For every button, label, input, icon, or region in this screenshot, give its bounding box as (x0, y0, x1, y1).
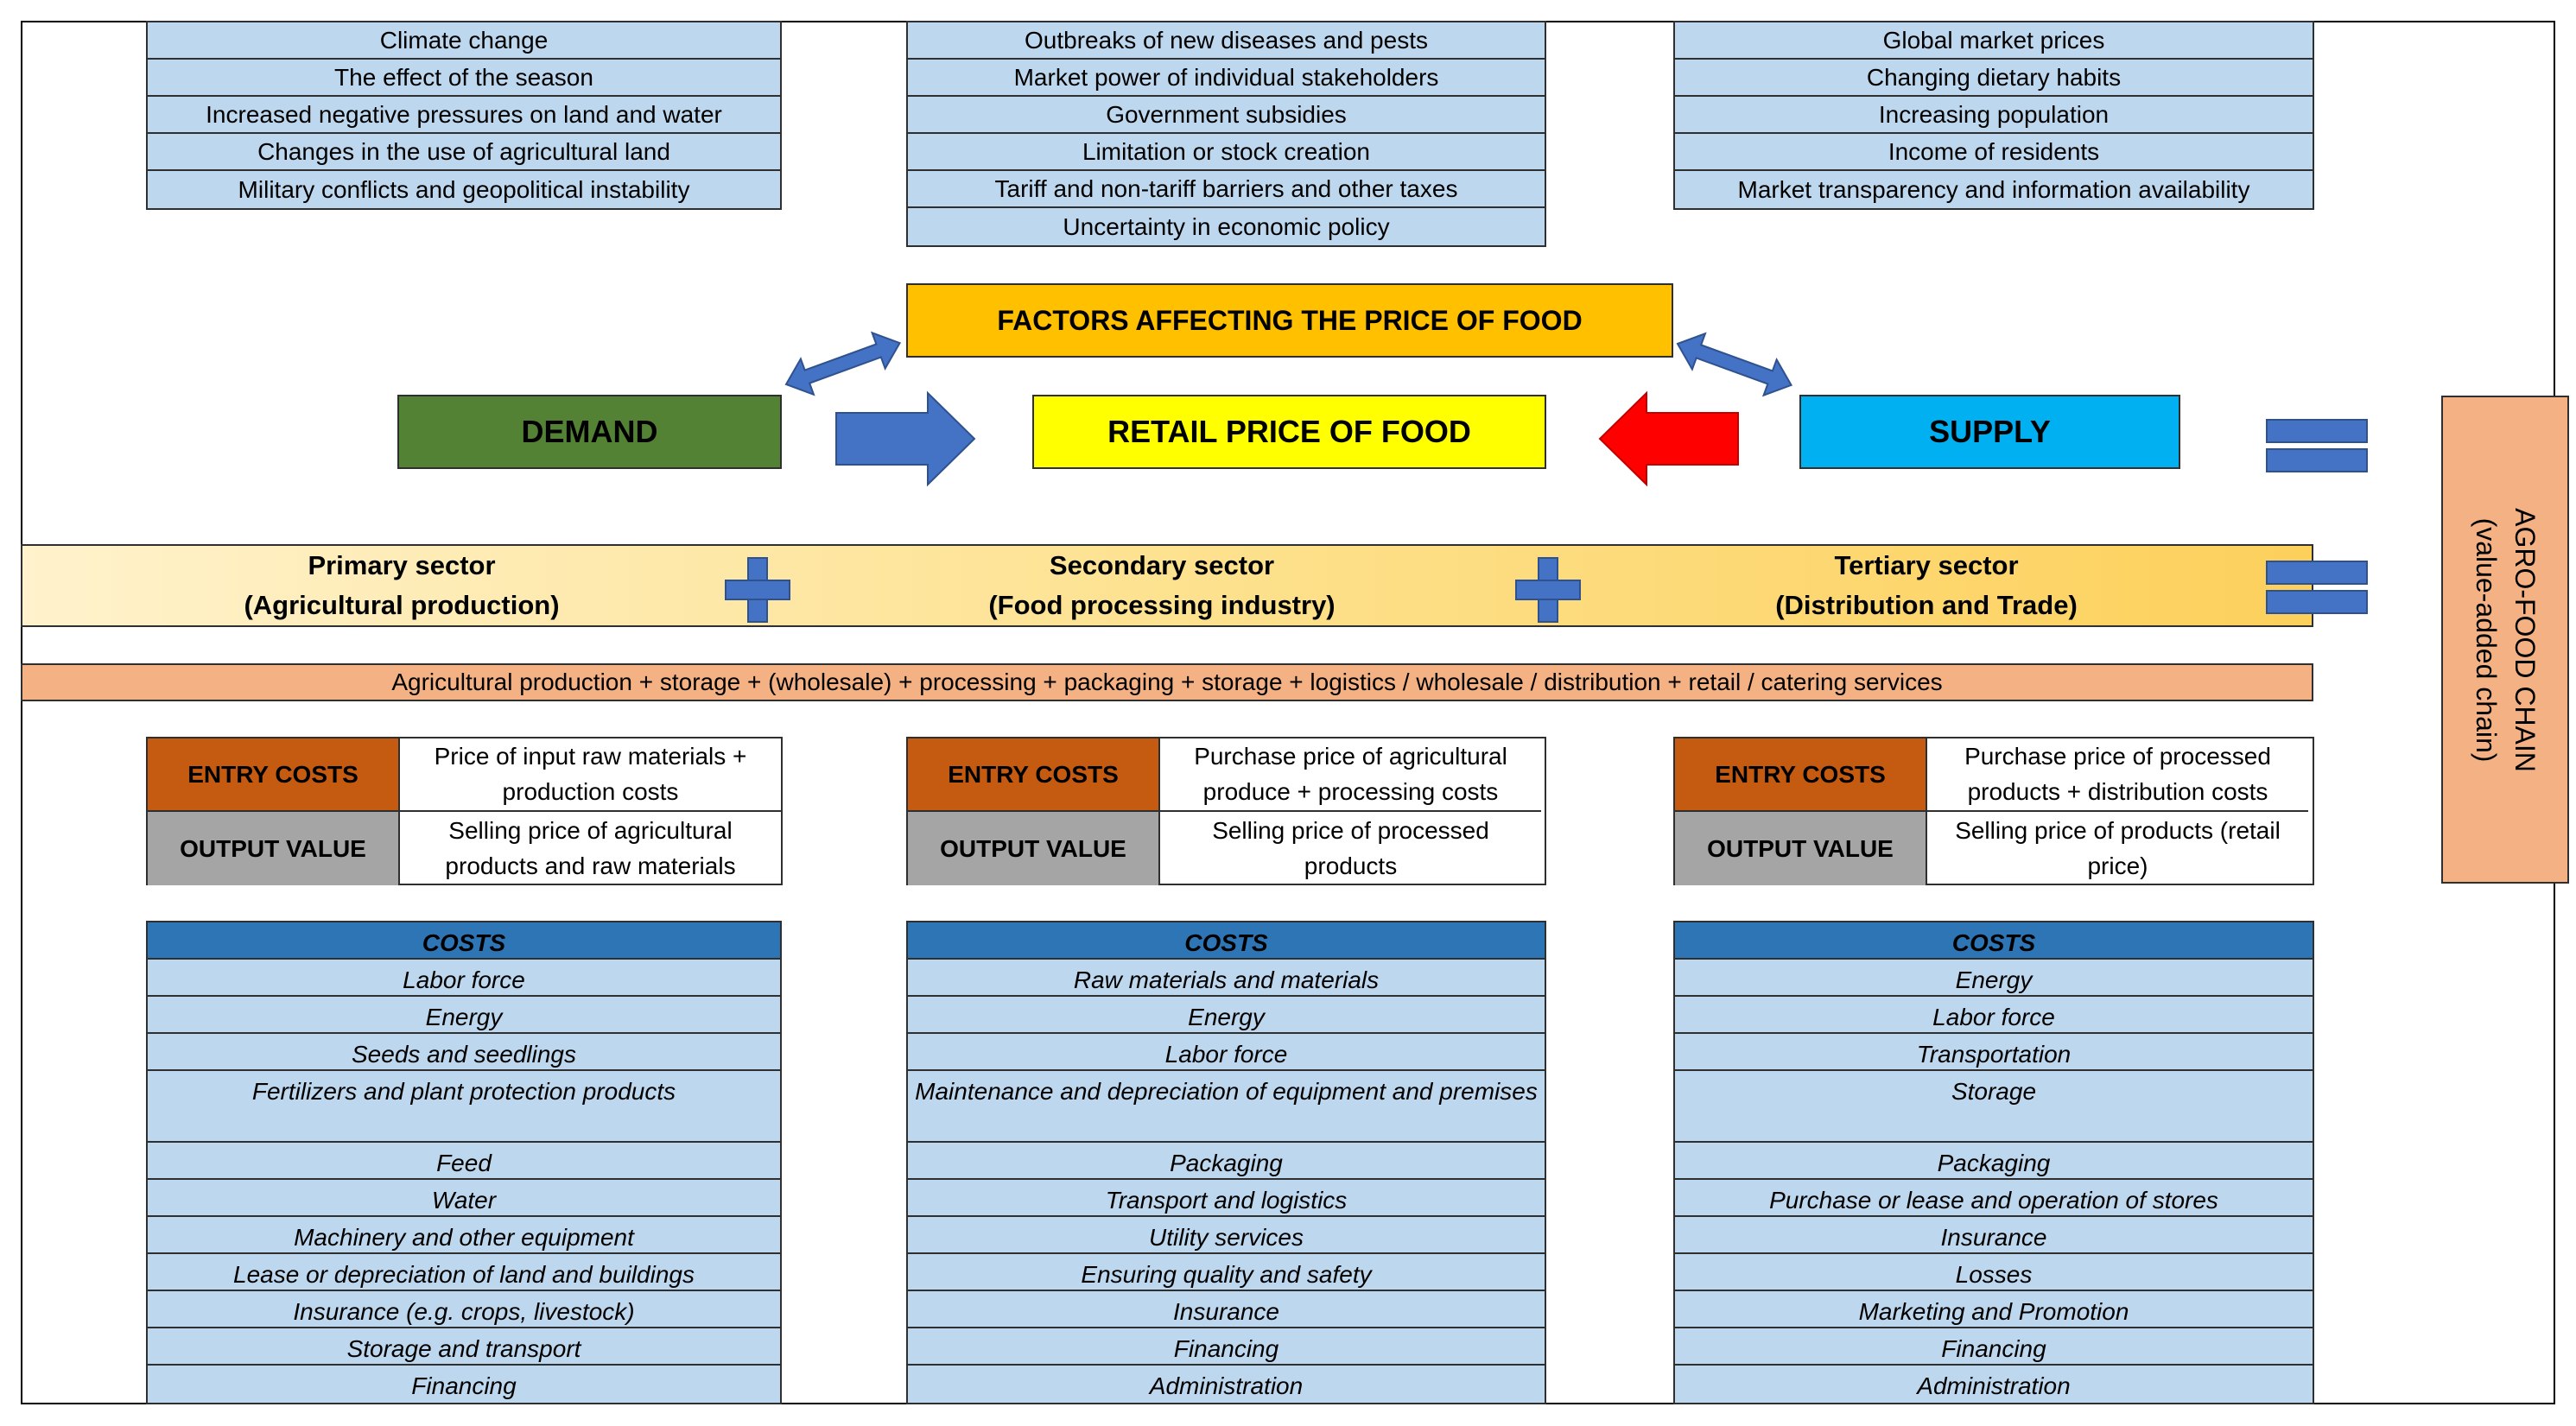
supply-box: SUPPLY (1799, 395, 2180, 469)
cost-item: Losses (1675, 1254, 2313, 1291)
cost-item: Storage and transport (148, 1328, 780, 1366)
equals-icon (2266, 561, 2368, 614)
factor-item: Climate change (148, 22, 780, 60)
cost-item: Insurance (1675, 1217, 2313, 1254)
factor-item: Increased negative pressures on land and… (148, 97, 780, 134)
factor-item: Changing dietary habits (1675, 60, 2313, 97)
cost-item: Insurance (e.g. crops, livestock) (148, 1291, 780, 1328)
cost-item: Energy (1675, 960, 2313, 997)
secondary-sector-name: Secondary sector (1049, 549, 1275, 580)
entry-output-secondary: ENTRY COSTS Purchase price of agricultur… (906, 737, 1546, 885)
cost-item: Labor force (1675, 997, 2313, 1034)
entry-output-tertiary: ENTRY COSTS Purchase price of processed … (1673, 737, 2314, 885)
factors-left-list: Climate change The effect of the season … (146, 21, 782, 210)
output-value-label: OUTPUT VALUE (1675, 812, 1927, 885)
tertiary-sector-name: Tertiary sector (1834, 549, 2019, 580)
output-value-value: Selling price of processed products (1212, 816, 1489, 879)
cost-item: Fertilizers and plant protection product… (148, 1071, 780, 1143)
cost-item: Ensuring quality and safety (908, 1254, 1545, 1291)
cost-item: Maintenance and depreciation of equipmen… (908, 1071, 1545, 1143)
factor-item: Tariff and non-tariff barriers and other… (908, 171, 1545, 208)
factor-item: Limitation or stock creation (908, 134, 1545, 171)
cost-item: Financing (908, 1328, 1545, 1366)
cost-item: Seeds and seedlings (148, 1034, 780, 1071)
factor-item: Income of residents (1675, 134, 2313, 171)
factor-item: Global market prices (1675, 22, 2313, 60)
factor-item: Market power of individual stakeholders (908, 60, 1545, 97)
entry-costs-value: Purchase price of agricultural produce +… (1160, 738, 1541, 812)
cost-item: Financing (1675, 1328, 2313, 1366)
entry-output-primary: ENTRY COSTS Price of input raw materials… (146, 737, 783, 885)
tertiary-sector-sub: (Distribution and Trade) (1775, 590, 2078, 620)
factor-item: Military conflicts and geopolitical inst… (148, 171, 780, 208)
cost-item: Water (148, 1180, 780, 1217)
tertiary-sector-label: Tertiary sector (Distribution and Trade) (1667, 544, 2186, 627)
cost-item: Transport and logistics (908, 1180, 1545, 1217)
costs-tertiary-list: COSTS Energy Labor force Transportation … (1673, 921, 2314, 1404)
factor-item: Changes in the use of agricultural land (148, 134, 780, 171)
factor-item: Market transparency and information avai… (1675, 171, 2313, 208)
primary-sector-name: Primary sector (308, 549, 496, 580)
cost-item: Labor force (908, 1034, 1545, 1071)
retail-price-box: RETAIL PRICE OF FOOD (1032, 395, 1546, 469)
costs-primary-list: COSTS Labor force Energy Seeds and seedl… (146, 921, 782, 1404)
sector-bar (21, 544, 2313, 627)
factor-item: Government subsidies (908, 97, 1545, 134)
cost-item: Packaging (1675, 1143, 2313, 1180)
factors-middle-list: Outbreaks of new diseases and pests Mark… (906, 21, 1546, 247)
value-chain-bar: Agricultural production + storage + (who… (21, 663, 2313, 701)
cost-item: Utility services (908, 1217, 1545, 1254)
entry-costs-label: ENTRY COSTS (148, 738, 400, 812)
output-value-label: OUTPUT VALUE (908, 812, 1160, 885)
entry-costs-label: ENTRY COSTS (908, 738, 1160, 812)
cost-item: Energy (148, 997, 780, 1034)
primary-sector-sub: (Agricultural production) (244, 590, 560, 620)
costs-header: COSTS (148, 922, 780, 960)
entry-costs-value: Price of input raw materials + productio… (400, 738, 781, 812)
cost-item: Financing (148, 1366, 780, 1403)
cost-item: Lease or depreciation of land and buildi… (148, 1254, 780, 1291)
costs-header: COSTS (1675, 922, 2313, 960)
cost-item: Feed (148, 1143, 780, 1180)
entry-costs-label: ENTRY COSTS (1675, 738, 1927, 812)
cost-item: Administration (908, 1366, 1545, 1403)
factors-right-list: Global market prices Changing dietary ha… (1673, 21, 2314, 210)
cost-item: Storage (1675, 1071, 2313, 1143)
factor-item: The effect of the season (148, 60, 780, 97)
demand-box: DEMAND (397, 395, 782, 469)
agro-food-chain-box: AGRO-FOOD CHAIN (value-added chain) (2441, 396, 2569, 884)
cost-item: Packaging (908, 1143, 1545, 1180)
plus-icon (725, 557, 790, 623)
secondary-sector-sub: (Food processing industry) (988, 590, 1336, 620)
secondary-sector-label: Secondary sector (Food processing indust… (903, 544, 1421, 627)
cost-item: Purchase or lease and operation of store… (1675, 1180, 2313, 1217)
double-arrow-left-icon (784, 331, 902, 396)
output-value-label: OUTPUT VALUE (148, 812, 400, 885)
cost-item: Insurance (908, 1291, 1545, 1328)
costs-header: COSTS (908, 922, 1545, 960)
output-value-value: Selling price of products (retail price) (1955, 816, 2281, 879)
demand-to-price-arrow-icon (835, 390, 976, 487)
cost-item: Administration (1675, 1366, 2313, 1403)
costs-secondary-list: COSTS Raw materials and materials Energy… (906, 921, 1546, 1404)
factor-item: Increasing population (1675, 97, 2313, 134)
output-value-value: Selling price of agricultural products a… (445, 816, 736, 879)
factors-title-box: FACTORS AFFECTING THE PRICE OF FOOD (906, 283, 1673, 358)
cost-item: Machinery and other equipment (148, 1217, 780, 1254)
cost-item: Energy (908, 997, 1545, 1034)
supply-to-price-arrow-icon (1598, 390, 1739, 487)
entry-costs-value: Purchase price of processed products + d… (1927, 738, 2308, 812)
cost-item: Marketing and Promotion (1675, 1291, 2313, 1328)
cost-item: Transportation (1675, 1034, 2313, 1071)
double-arrow-right-icon (1676, 332, 1793, 397)
factor-item: Uncertainty in economic policy (908, 208, 1545, 245)
primary-sector-label: Primary sector (Agricultural production) (143, 544, 661, 627)
cost-item: Labor force (148, 960, 780, 997)
plus-icon (1515, 557, 1581, 623)
factor-item: Outbreaks of new diseases and pests (908, 22, 1545, 60)
cost-item: Raw materials and materials (908, 960, 1545, 997)
equals-icon (2266, 419, 2368, 472)
